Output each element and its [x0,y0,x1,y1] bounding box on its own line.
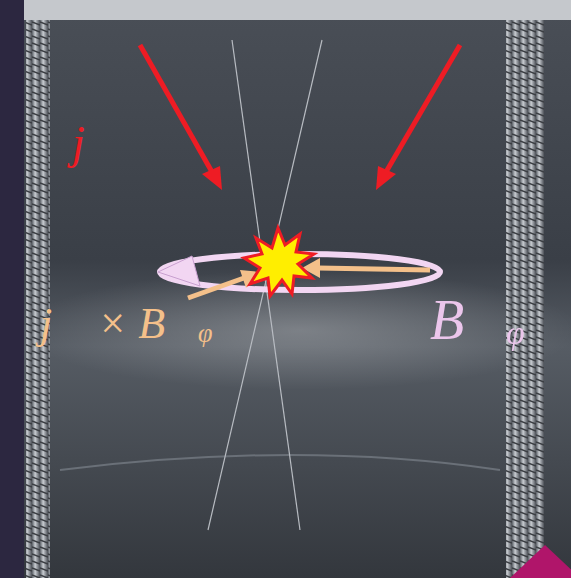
explosion-symbol [244,228,314,296]
top-plate [0,0,571,20]
current-label: j⃗ [72,118,121,169]
force-arrow [318,268,430,270]
field-label: B⃗ᵩ [430,290,525,352]
arrowhead [202,166,222,190]
side-strip [0,0,24,578]
field-arrowhead [158,256,200,286]
threaded-rod [26,20,50,578]
current-arrow [386,45,460,172]
electrode-edge [60,455,500,470]
arrowhead [376,166,396,190]
force-label: j⃗ × B⃗ᵩ [40,300,213,348]
corner-mark [510,545,571,578]
force-arrow [188,278,244,298]
current-arrow [140,45,212,172]
